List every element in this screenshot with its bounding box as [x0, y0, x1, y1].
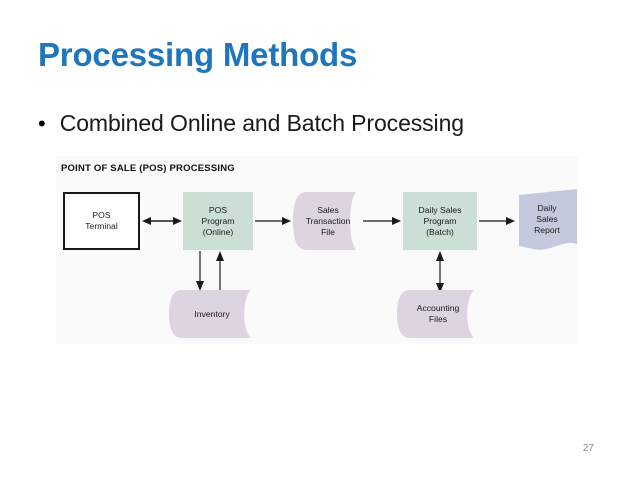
- connector-batch-to-accounting: [434, 251, 446, 293]
- node-accounting-files-label: Accounting Files: [416, 303, 460, 324]
- node-daily-sales-report-label: Daily Sales Report: [534, 202, 560, 235]
- file-shape-icon: [293, 192, 371, 250]
- diagram-title: POINT OF SALE (POS) PROCESSING: [61, 163, 235, 174]
- node-pos-program-label: POS Program (Online): [201, 204, 235, 237]
- node-pos-terminal-label: POS Terminal: [85, 210, 118, 231]
- file-shape-icon: [397, 290, 489, 338]
- node-sales-transaction-file-label: Sales Transaction File: [305, 204, 351, 237]
- connector-batch-to-report: [479, 215, 515, 227]
- pos-processing-diagram: POINT OF SALE (POS) PROCESSING POS Termi…: [56, 156, 578, 344]
- node-pos-terminal: POS Terminal: [63, 192, 140, 250]
- node-accounting-files: Accounting Files: [397, 290, 489, 338]
- node-pos-program: POS Program (Online): [183, 192, 253, 250]
- node-daily-sales-program-label: Daily Sales Program (Batch): [418, 204, 462, 237]
- connector-terminal-to-program: [142, 215, 182, 227]
- connector-transaction-to-batch: [363, 215, 401, 227]
- page-title: Processing Methods: [38, 36, 358, 73]
- node-daily-sales-program: Daily Sales Program (Batch): [403, 192, 477, 250]
- node-daily-sales-report: Daily Sales Report: [517, 189, 577, 253]
- document-shape-icon: [517, 189, 577, 253]
- bullet-item-label: Combined Online and Batch Processing: [59, 110, 464, 136]
- node-inventory-label: Inventory: [194, 308, 230, 319]
- slide-number: 27: [582, 443, 594, 454]
- node-sales-transaction-file: Sales Transaction File: [293, 192, 371, 250]
- connector-inventory-to-program: [214, 251, 226, 291]
- bullet-list-item: • Combined Online and Batch Processing: [38, 110, 464, 137]
- bullet-marker-icon: •: [38, 111, 46, 136]
- file-shape-icon: [169, 290, 267, 338]
- connector-program-to-transaction: [255, 215, 291, 227]
- node-inventory: Inventory: [169, 290, 267, 338]
- connector-program-to-inventory: [194, 251, 206, 291]
